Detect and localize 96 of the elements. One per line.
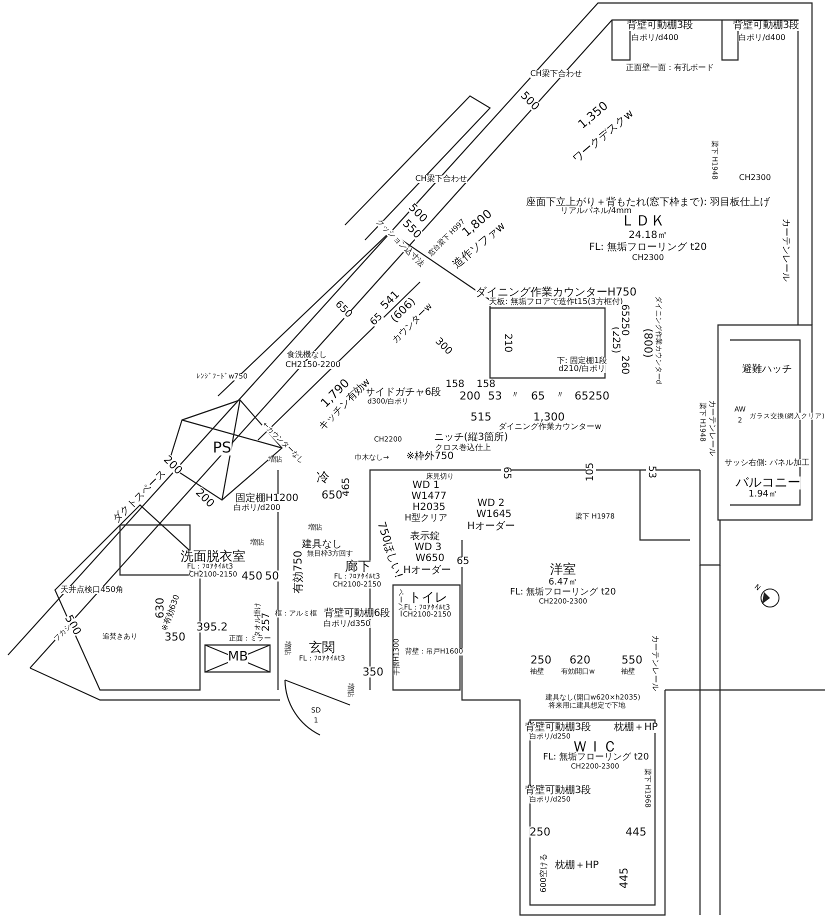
room-name: PS bbox=[212, 440, 232, 456]
area-text: 6.47㎡ bbox=[548, 578, 578, 588]
room-name: バルコニー bbox=[736, 476, 800, 490]
note-text: CH梁下合わせ bbox=[530, 70, 582, 78]
schedule-text: H2035 bbox=[412, 503, 446, 513]
note-text: 正面壁一面：有孔ボード bbox=[626, 64, 714, 72]
schedule-text: Hオーダー bbox=[467, 522, 515, 532]
schedule-text: WD 2 bbox=[477, 499, 505, 509]
schedule-text: W1645 bbox=[476, 510, 512, 520]
dimension-label: 65 bbox=[501, 466, 511, 480]
note-text: CH梁下合わせ bbox=[415, 175, 467, 183]
area-text: 24.18㎡ bbox=[628, 231, 668, 241]
dimension-label: 65250 bbox=[619, 304, 629, 336]
dimension-label: 210 bbox=[502, 333, 512, 353]
dimension-label: 65250 bbox=[574, 390, 610, 402]
dimension-label: 200 bbox=[194, 486, 216, 510]
note-text: リアルパネル/4mm bbox=[560, 207, 632, 215]
dimension-label: 630 bbox=[154, 598, 166, 618]
note-text: 固定棚H1200 bbox=[236, 494, 298, 504]
schedule-text: H型クリア bbox=[404, 514, 448, 524]
note-text: カーテンレール bbox=[651, 635, 659, 691]
dimension-label: 257 bbox=[262, 612, 272, 632]
dimension-label: 158 bbox=[476, 380, 496, 390]
area-text: 1.94㎡ bbox=[748, 490, 778, 500]
schedule-text: W1477 bbox=[411, 492, 447, 502]
dimension-label: 600空ける bbox=[540, 853, 548, 893]
note-text: 背壁可動棚3段 bbox=[524, 786, 592, 796]
schedule-text: WD 1 bbox=[412, 481, 440, 491]
room-name: 避難ハッチ bbox=[742, 365, 792, 375]
dimension-label: 有効750 bbox=[292, 550, 304, 594]
note-text: FL: 無垢フローリング t20 bbox=[589, 243, 707, 253]
note-text: 背壁可動棚3段 bbox=[524, 723, 592, 733]
dimension-label: 350 bbox=[164, 632, 186, 642]
note-text: CH2300 bbox=[739, 174, 771, 182]
dimension-label: 65 bbox=[456, 557, 470, 567]
room-name: 玄関 bbox=[309, 642, 335, 654]
note-text: 白ポリ/d350 bbox=[323, 620, 371, 628]
dimension-label: 550 bbox=[622, 654, 642, 666]
note-text: 枕棚＋HP bbox=[614, 723, 658, 733]
note-text: 背壁可動棚3段 bbox=[626, 21, 694, 31]
dimension-label: 260 bbox=[619, 355, 629, 375]
dimension-label: 395.2 bbox=[196, 622, 228, 632]
note-text: サッシ右側: パネル加工 bbox=[724, 459, 810, 467]
dimension-label: 445 bbox=[618, 868, 630, 888]
room-name: 廊下 bbox=[345, 560, 371, 574]
note-text: d210/白ポリ bbox=[558, 365, 606, 373]
dimension-label: 500 bbox=[518, 90, 542, 112]
note-text: 天井点検口450角 bbox=[60, 586, 124, 594]
dimension-label: 515 bbox=[470, 412, 492, 422]
room-name: 冷 bbox=[316, 472, 330, 484]
dimension-label: 53 bbox=[646, 466, 656, 478]
dimension-label: 105 bbox=[586, 462, 596, 482]
note-text: 枕棚＋HP bbox=[555, 861, 599, 871]
dimension-label: 650 bbox=[322, 490, 342, 500]
note-text: ※枠外750 bbox=[406, 452, 454, 462]
note-text: クロス巻込仕上 bbox=[435, 444, 491, 452]
note-text: 背壁可動棚6段 bbox=[324, 609, 390, 619]
note-text: カーテンレール bbox=[780, 218, 790, 282]
note-text: 表示錠 bbox=[410, 532, 440, 542]
dimension-label: 1,300 bbox=[533, 412, 565, 422]
dimension-label: 450 bbox=[242, 570, 262, 582]
dimension-label: 200 bbox=[460, 390, 480, 402]
dimension-label: 445 bbox=[626, 826, 646, 838]
note-text: 食洗機なし bbox=[287, 351, 327, 359]
dimension-label: (800) bbox=[642, 328, 654, 358]
dimension-label: 465 bbox=[342, 477, 352, 497]
note-text: 下: 固定棚1段 bbox=[556, 357, 608, 365]
note-text: 白ポリ/d400 bbox=[631, 34, 679, 42]
dimension-label: 65 bbox=[368, 312, 386, 328]
note-text: ダイニング作業カウンターw bbox=[498, 423, 602, 431]
note-text: 白ポリ/d400 bbox=[738, 34, 786, 42]
dimension-label: 250 bbox=[530, 826, 550, 838]
note-text: ダイニング作業カウンターH750 bbox=[475, 286, 637, 298]
note-text: カーテンレール bbox=[708, 400, 716, 456]
note-text: 白ポリ/d200 bbox=[233, 504, 281, 512]
dimension-label: 53 bbox=[488, 390, 502, 402]
note-text: CH2300 bbox=[632, 254, 664, 262]
note-text: CH2150-2200 bbox=[285, 361, 341, 369]
dimension-label: 250 bbox=[530, 654, 552, 666]
schedule-text: W650 bbox=[416, 554, 444, 564]
note-text: 建具なし bbox=[302, 540, 342, 550]
note-text: 背壁可動棚3段 bbox=[732, 21, 800, 31]
dimension-label: 65 bbox=[531, 390, 545, 402]
dimension-label: 158 bbox=[445, 380, 465, 390]
dimension-label: 50 bbox=[265, 570, 279, 582]
room-name: 洗面脱衣室 bbox=[180, 550, 246, 564]
note-text: ニッチ(縦3箇所) bbox=[434, 433, 508, 443]
schedule-text: WD 3 bbox=[414, 543, 442, 553]
room-name: 洋室 bbox=[550, 564, 576, 576]
schedule-text: Hオーダー bbox=[403, 566, 451, 576]
dimension-label: 350 bbox=[362, 666, 384, 678]
note-text: FL: 無垢フローリング t20 bbox=[543, 754, 649, 762]
room-name: MB bbox=[228, 650, 248, 664]
dimension-label: 620 bbox=[570, 654, 590, 666]
note-text: FL: 無垢フローリング t20 bbox=[510, 588, 616, 598]
note-text: 座面下立上がり＋背もたれ(窓下枠まで): 羽目板仕上げ bbox=[526, 198, 770, 208]
